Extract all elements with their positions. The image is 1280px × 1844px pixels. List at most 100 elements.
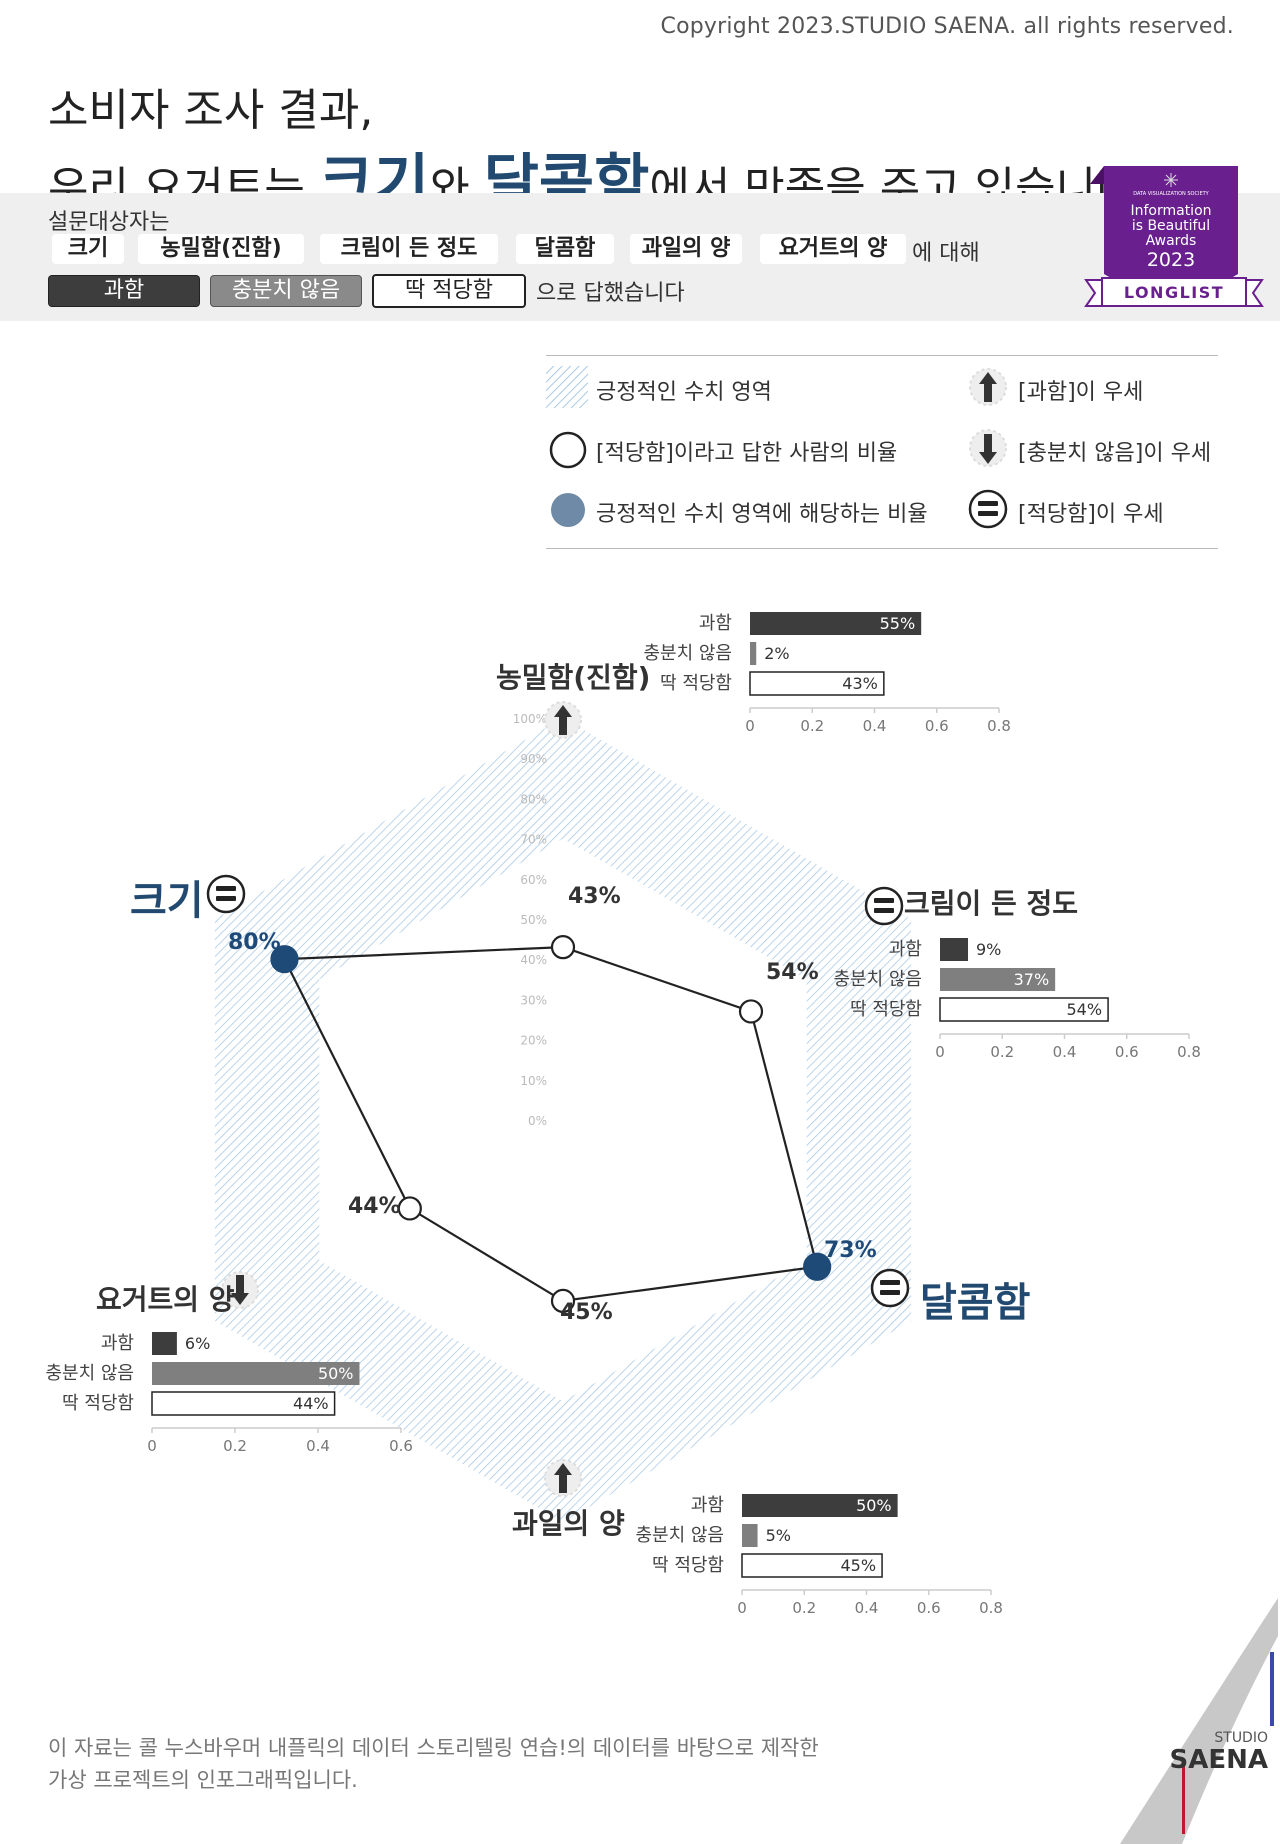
radar-tick-label: 40% [520,953,547,967]
bar-axis-tick-label: 0.6 [389,1437,413,1455]
bar-axis-tick-label: 0.4 [863,717,887,735]
equal-icon-bar [874,908,894,913]
radar-tick-label: 70% [520,833,547,847]
legend [546,355,1218,549]
bar [939,997,1109,1022]
award-year: 2023 [1147,249,1195,271]
bar-category-label: 과함 [101,1333,134,1354]
legend-open-circle-icon [549,431,587,469]
legend-arrow-up-icon [969,368,1007,406]
radar-tick-label: 30% [520,993,547,1007]
answer-chip-over: 과함 [48,275,200,307]
topic-chip-sweetness: 달콤함 [516,234,614,264]
bar-category-label: 충분치 않음 [643,643,732,664]
logo-bar-blue [1270,1652,1274,1726]
positive-band-area [214,718,912,1522]
award-line2: is Beautiful [1132,218,1210,234]
bar-axis-tick-label: 0.2 [223,1437,247,1455]
bar-value-label: 44% [293,1394,329,1413]
value-label-sweetness: 73% [824,1238,877,1263]
bar [749,671,885,696]
bar [742,1524,758,1547]
topics-suffix: 에 대해 [912,241,980,266]
equal-icon-bar [216,896,236,901]
bar-axis-tick-label: 0.6 [1115,1043,1139,1061]
topic-chip-fruit: 과일의 양 [630,234,742,264]
award-line3: Awards [1146,233,1197,249]
bar-category-label: 딱 적당함 [62,1393,134,1414]
bar-category-label: 충분치 않음 [635,1525,724,1546]
bar-axis-tick-label: 0.6 [917,1599,941,1617]
legend-equal-icon [968,489,1008,529]
bar [940,968,1056,991]
equal-icon-bar [880,1290,900,1295]
footer-note-line1: 이 자료는 콜 누스바우머 내플릭의 데이터 스토리텔링 연습!의 데이터를 바… [48,1736,819,1760]
legend-label-just-ratio: [적당함]이라고 답한 사람의 비율 [596,441,898,466]
legend-filled-circle-icon [551,493,585,527]
award-fold [1090,166,1104,184]
radar-point [270,945,299,974]
value-label-fruit: 45% [560,1300,613,1325]
legend-label-positive-ratio: 긍정적인 수치 영역에 해당하는 비율 [596,502,928,527]
equal-icon-bar [216,886,236,891]
bar-axis-tick-label: 0 [935,1043,945,1061]
bar [750,642,757,665]
award-ribbon [1101,277,1247,307]
bar-value-label: 43% [842,674,878,693]
equal-icon [206,874,246,914]
topic-chip-yogurt: 요거트의 양 [760,234,906,264]
bar-category-label: 과함 [691,1495,724,1516]
radar-point [550,935,576,960]
equal-icon-bar [880,1280,900,1285]
bar-value-label: 50% [318,1364,354,1383]
axis-label-yogurt: 요거트의 양 [96,1283,235,1316]
equal-icon [870,1268,910,1308]
bar-value-label: 55% [880,614,916,633]
footer-note-line2: 가상 프로젝트의 인포그래픽입니다. [48,1768,358,1792]
radar-tick-label: 60% [520,873,547,887]
legend-arrow-down-icon [969,429,1007,467]
award-badge: DATA VISUALIZATION SOCIETY Information i… [1084,166,1264,307]
value-label-density: 43% [568,884,621,909]
radar-tick-label: 10% [520,1074,547,1088]
value-label-size: 80% [228,930,281,955]
axis-label-cream: 크림이 든 정도 [904,887,1079,920]
arrow-up-icon [554,705,572,735]
radar-point [550,1288,576,1314]
equal-icon-bar [874,898,894,903]
arrow-up-icon [554,1463,572,1493]
bar-category-label: 과함 [889,939,922,960]
bar-value-label: 2% [764,644,789,663]
topic-chip-cream: 크림이 든 정도 [320,234,498,264]
bar-axis-tick-label: 0.8 [979,1599,1003,1617]
radar-point [397,1196,422,1221]
topic-chip-density: 농밀함(진함) [138,234,304,264]
bar [940,938,969,961]
award-ribbon-text: LONGLIST [1124,283,1224,302]
radar-tick-label: 50% [520,913,547,927]
bar-axis-tick-label: 0 [147,1437,157,1455]
bar [152,1332,177,1355]
bar-axis-tick-label: 0.4 [1053,1043,1077,1061]
logo-saena-text: SAENA [1170,1745,1269,1775]
bar-category-label: 딱 적당함 [660,673,732,694]
radar-data-line [282,945,819,1303]
bar [151,1391,336,1416]
logo-studio-text: STUDIO [1214,1730,1268,1746]
bar-value-label: 6% [185,1334,210,1353]
axis-label-fruit: 과일의 양 [512,1507,625,1540]
studio-saena-logo: STUDIO SAENA [1120,1598,1278,1844]
value-label-cream: 54% [766,960,819,985]
award-shield [1104,166,1238,295]
radar-point [803,1252,832,1281]
page-title-line1: 소비자 조사 결과, [48,85,374,136]
bar-axis-tick-label: 0 [737,1599,747,1617]
bar [741,1553,883,1578]
bar-axis-tick-label: 0.4 [306,1437,330,1455]
bar [742,1494,898,1517]
bar-axis-tick-label: 0.8 [1177,1043,1201,1061]
topic-chip-size: 크기 [52,234,124,264]
legend-hatch-swatch [546,366,588,408]
award-star-icon [1164,173,1178,187]
radar-tick-label: 80% [520,792,547,806]
